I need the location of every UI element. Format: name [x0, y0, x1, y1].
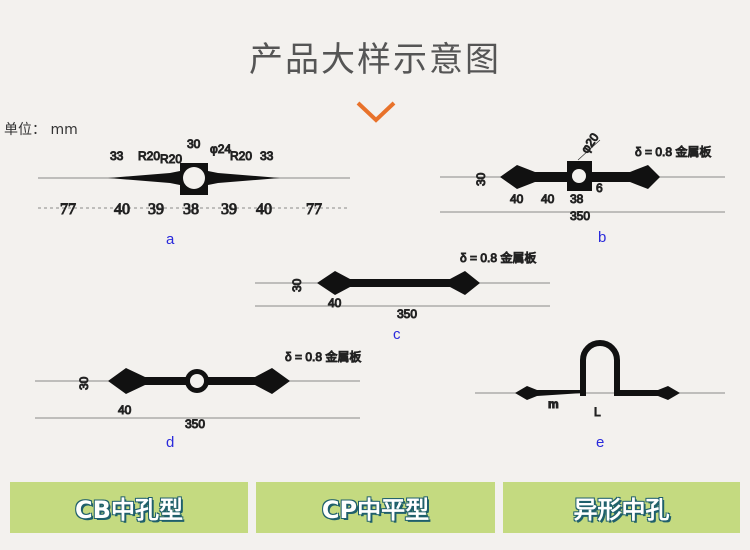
svg-text:c: c	[393, 326, 401, 343]
svg-text:e: e	[596, 434, 604, 451]
svg-text:R20: R20	[230, 149, 252, 163]
svg-text:350: 350	[570, 209, 590, 223]
cp-center-flat-button[interactable]: CP中平型	[256, 482, 495, 533]
svg-text:38: 38	[570, 192, 584, 206]
diagram-a: 33 R20 R20 30 φ24 R20 33 77 40 39 38 39 …	[38, 137, 350, 248]
svg-text:R20: R20	[160, 152, 182, 166]
svg-text:δ = 0.8 金属板: δ = 0.8 金属板	[460, 250, 536, 265]
svg-text:d: d	[166, 434, 174, 451]
svg-text:δ = 0.8 金属板: δ = 0.8 金属板	[635, 144, 711, 159]
diagram-canvas: 33 R20 R20 30 φ24 R20 33 77 40 39 38 39 …	[35, 101, 725, 451]
page-title: 产品大样示意图	[249, 40, 501, 80]
svg-text:39: 39	[221, 201, 237, 218]
svg-text:m: m	[548, 397, 559, 411]
svg-text:40: 40	[541, 192, 555, 206]
svg-text:40: 40	[114, 201, 130, 218]
svg-text:33: 33	[260, 149, 274, 163]
svg-text:30: 30	[187, 137, 201, 151]
svg-text:a: a	[166, 231, 175, 248]
svg-text:R20: R20	[138, 149, 160, 163]
svg-text:30: 30	[474, 172, 488, 186]
svg-text:30: 30	[290, 278, 304, 292]
svg-text:6: 6	[596, 181, 603, 195]
svg-text:77: 77	[306, 201, 322, 218]
svg-text:40: 40	[328, 296, 342, 310]
svg-text:77: 77	[60, 201, 76, 218]
svg-text:350: 350	[397, 307, 417, 321]
svg-text:33: 33	[110, 149, 124, 163]
svg-text:40: 40	[510, 192, 524, 206]
svg-text:30: 30	[77, 376, 91, 390]
svg-text:L: L	[594, 405, 601, 419]
diagram-e: m L e	[475, 340, 725, 451]
svg-text:φ20: φ20	[578, 130, 602, 156]
cb-center-hole-button[interactable]: CB中孔型	[10, 482, 248, 533]
svg-text:38: 38	[183, 201, 199, 218]
unit-label: 单位： mm	[4, 122, 78, 138]
svg-text:φ24: φ24	[210, 142, 231, 156]
svg-text:40: 40	[256, 201, 272, 218]
svg-text:39: 39	[148, 201, 164, 218]
diagram-c: δ = 0.8 金属板 30 40 350 c	[255, 250, 550, 343]
diagram-b: φ20 δ = 0.8 金属板 30 6 40 40 38 350 b	[440, 130, 725, 246]
svg-text:350: 350	[185, 417, 205, 431]
svg-text:b: b	[598, 229, 606, 246]
diagram-d: δ = 0.8 金属板 30 40 350 d	[35, 349, 362, 451]
svg-text:40: 40	[118, 403, 132, 417]
svg-text:δ = 0.8 金属板: δ = 0.8 金属板	[285, 349, 361, 364]
special-shape-center-hole-button[interactable]: 异形中孔	[503, 482, 740, 533]
chevron-down-icon	[356, 101, 396, 123]
